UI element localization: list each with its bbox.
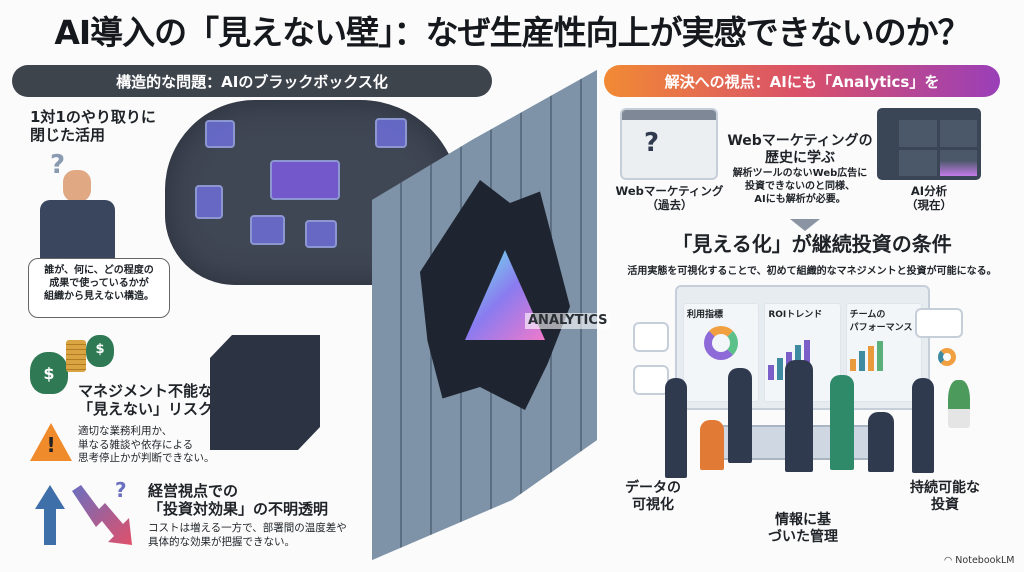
- condition-heading: 「見える化」が継続投資の条件: [672, 232, 952, 256]
- plant-icon: [948, 380, 970, 428]
- risk-description: 適切な業務利用か、 単なる雑談や依存による 思考停止かが判断できない。: [78, 425, 215, 466]
- outcome-informed-management: 情報に基 づいた管理: [768, 512, 838, 546]
- team-performance-panel: チームの パフォーマンス: [845, 303, 922, 402]
- history-heading: 歴史に学ぶ: [765, 149, 835, 166]
- bubble-text: 組織から見えない構造。: [44, 291, 154, 302]
- person-standing: [912, 378, 934, 473]
- browser-titlebar: [622, 110, 716, 120]
- businessman-illustration: [35, 170, 120, 260]
- label-line: Webマーケティング: [615, 184, 724, 198]
- question-mark-icon: ?: [644, 128, 660, 158]
- heading-line: マネジメント不能な: [78, 382, 214, 400]
- risk-heading: マネジメント不能な 「見えない」リスク: [78, 382, 213, 418]
- roi-description: コストは増える一方で、部署間の温度差や 具体的な効果が把握できない。: [148, 522, 347, 549]
- label-line: （過去）: [646, 197, 693, 212]
- question-mark-icon: ?: [115, 478, 127, 502]
- question-mark-icon: ?: [50, 150, 66, 180]
- ai-analytics-label: AI分析 （現在）: [877, 184, 981, 213]
- bubble-text: 誰が、何に、どの程度の: [44, 265, 154, 276]
- left-section-header: 構造的な問題：AIのブラックボックス化: [12, 65, 492, 97]
- heading-line: 1対1のやり取りに: [30, 108, 156, 126]
- panel-title: 利用指標: [687, 310, 724, 320]
- ai-screen: [375, 118, 407, 148]
- ai-screen: [250, 215, 285, 245]
- money-bag-icon: $: [86, 335, 114, 367]
- history-body: AIにも解析が必要。: [754, 193, 846, 205]
- person-presenting: [785, 360, 813, 472]
- history-body: 解析ツールのないWeb広告に: [732, 167, 868, 179]
- bubble-text: 成果で使っているかが: [49, 278, 149, 289]
- history-block: Webマーケティングの 歴史に学ぶ 解析ツールのないWeb広告に 投資できないの…: [725, 133, 875, 206]
- chart-tile: [899, 120, 937, 147]
- coin-stack-icon: [66, 340, 86, 372]
- analytics-label: ANALYTICS: [525, 313, 611, 329]
- down-arrow-icon: [790, 219, 820, 231]
- heading-line: 経営視点での: [148, 482, 239, 500]
- body-line: 具体的な効果が把握できない。: [148, 535, 295, 548]
- chart-tile: [939, 120, 977, 147]
- right-section-header: 解決への視点：AIにも「Analytics」を: [604, 65, 1000, 97]
- heading-line: 閉じた活用: [30, 126, 106, 144]
- body-line: 単なる雑談や依存による: [78, 438, 194, 451]
- condition-description: 活用実態を可視化することで、初めて組織的なマネジメントと投資が可能になる。: [627, 266, 997, 277]
- outcome-line: 可視化: [632, 496, 674, 513]
- mini-bar-chart-card: [633, 322, 669, 352]
- donut-chart: [704, 326, 739, 360]
- panel-title: パフォーマンス: [849, 323, 913, 333]
- person-standing: [665, 378, 687, 478]
- history-heading: Webマーケティングの: [727, 133, 873, 149]
- heading-line: 「見えない」リスク: [78, 400, 214, 418]
- ai-screen: [305, 220, 337, 248]
- ai-robot-hologram: [270, 160, 340, 200]
- web-marketing-label: Webマーケティング （過去）: [612, 184, 727, 213]
- ai-screen: [195, 185, 223, 219]
- label-line: AI分析: [910, 184, 948, 198]
- bar-chart: [849, 341, 918, 373]
- closed-usage-heading: 1対1のやり取りに 閉じた活用: [30, 108, 156, 144]
- money-bag-icon: $: [30, 352, 68, 394]
- person-standing: [830, 375, 854, 470]
- roi-trend-panel: ROIトレンド: [764, 303, 841, 402]
- chart-tile: [899, 149, 937, 176]
- ai-analytics-dashboard-illustration: [877, 108, 981, 180]
- page-title: AI導入の「見えない壁」：なぜ生産性向上が実感できないのか？: [54, 13, 970, 52]
- outcome-line: 投資: [931, 496, 959, 513]
- person-standing: [728, 368, 752, 463]
- roi-heading: 経営視点での 「投資対効果」の不明透明: [148, 482, 328, 518]
- outcome-line: 持続可能な: [910, 480, 980, 496]
- black-box-cube: [210, 335, 320, 450]
- brand-text: NotebookLM: [955, 555, 1015, 566]
- suit: [40, 200, 115, 260]
- outcome-data-visualization: データの 可視化: [625, 480, 681, 514]
- history-body: 投資できないのと同様、: [745, 180, 855, 192]
- notebooklm-watermark: ◠ NotebookLM: [944, 555, 1014, 566]
- person-seated: [868, 412, 894, 472]
- mini-trend-card: [915, 308, 963, 338]
- outcome-line: づいた管理: [768, 528, 838, 545]
- chart-tile: [939, 149, 977, 176]
- mini-donut-icon: [938, 348, 956, 366]
- notebooklm-logo-icon: ◠: [944, 555, 953, 566]
- mini-line-chart-card: [633, 365, 669, 395]
- body-line: 思考停止かが判断できない。: [78, 452, 215, 465]
- web-marketing-browser-illustration: ?: [620, 108, 718, 180]
- warning-icon: !: [30, 423, 72, 461]
- outcome-sustainable-investment: 持続可能な 投資: [910, 480, 980, 514]
- person-seated: [700, 420, 724, 470]
- panel-title: ROIトレンド: [768, 310, 823, 320]
- speech-bubble: 誰が、何に、どの程度の 成果で使っているかが 組織から見えない構造。: [28, 258, 170, 318]
- body-line: コストは増える一方で、部署間の温度差や: [148, 522, 347, 534]
- ai-screen: [205, 120, 235, 148]
- outcome-line: データの: [625, 480, 681, 496]
- heading-line: 「投資対効果」の不明透明: [148, 500, 329, 518]
- label-line: （現在）: [906, 197, 952, 212]
- arrow-up-icon: [35, 485, 65, 545]
- outcome-line: 情報に基: [775, 512, 831, 528]
- body-line: 適切な業務利用か、: [78, 425, 173, 437]
- head: [63, 170, 91, 202]
- panel-title: チームの: [849, 310, 886, 320]
